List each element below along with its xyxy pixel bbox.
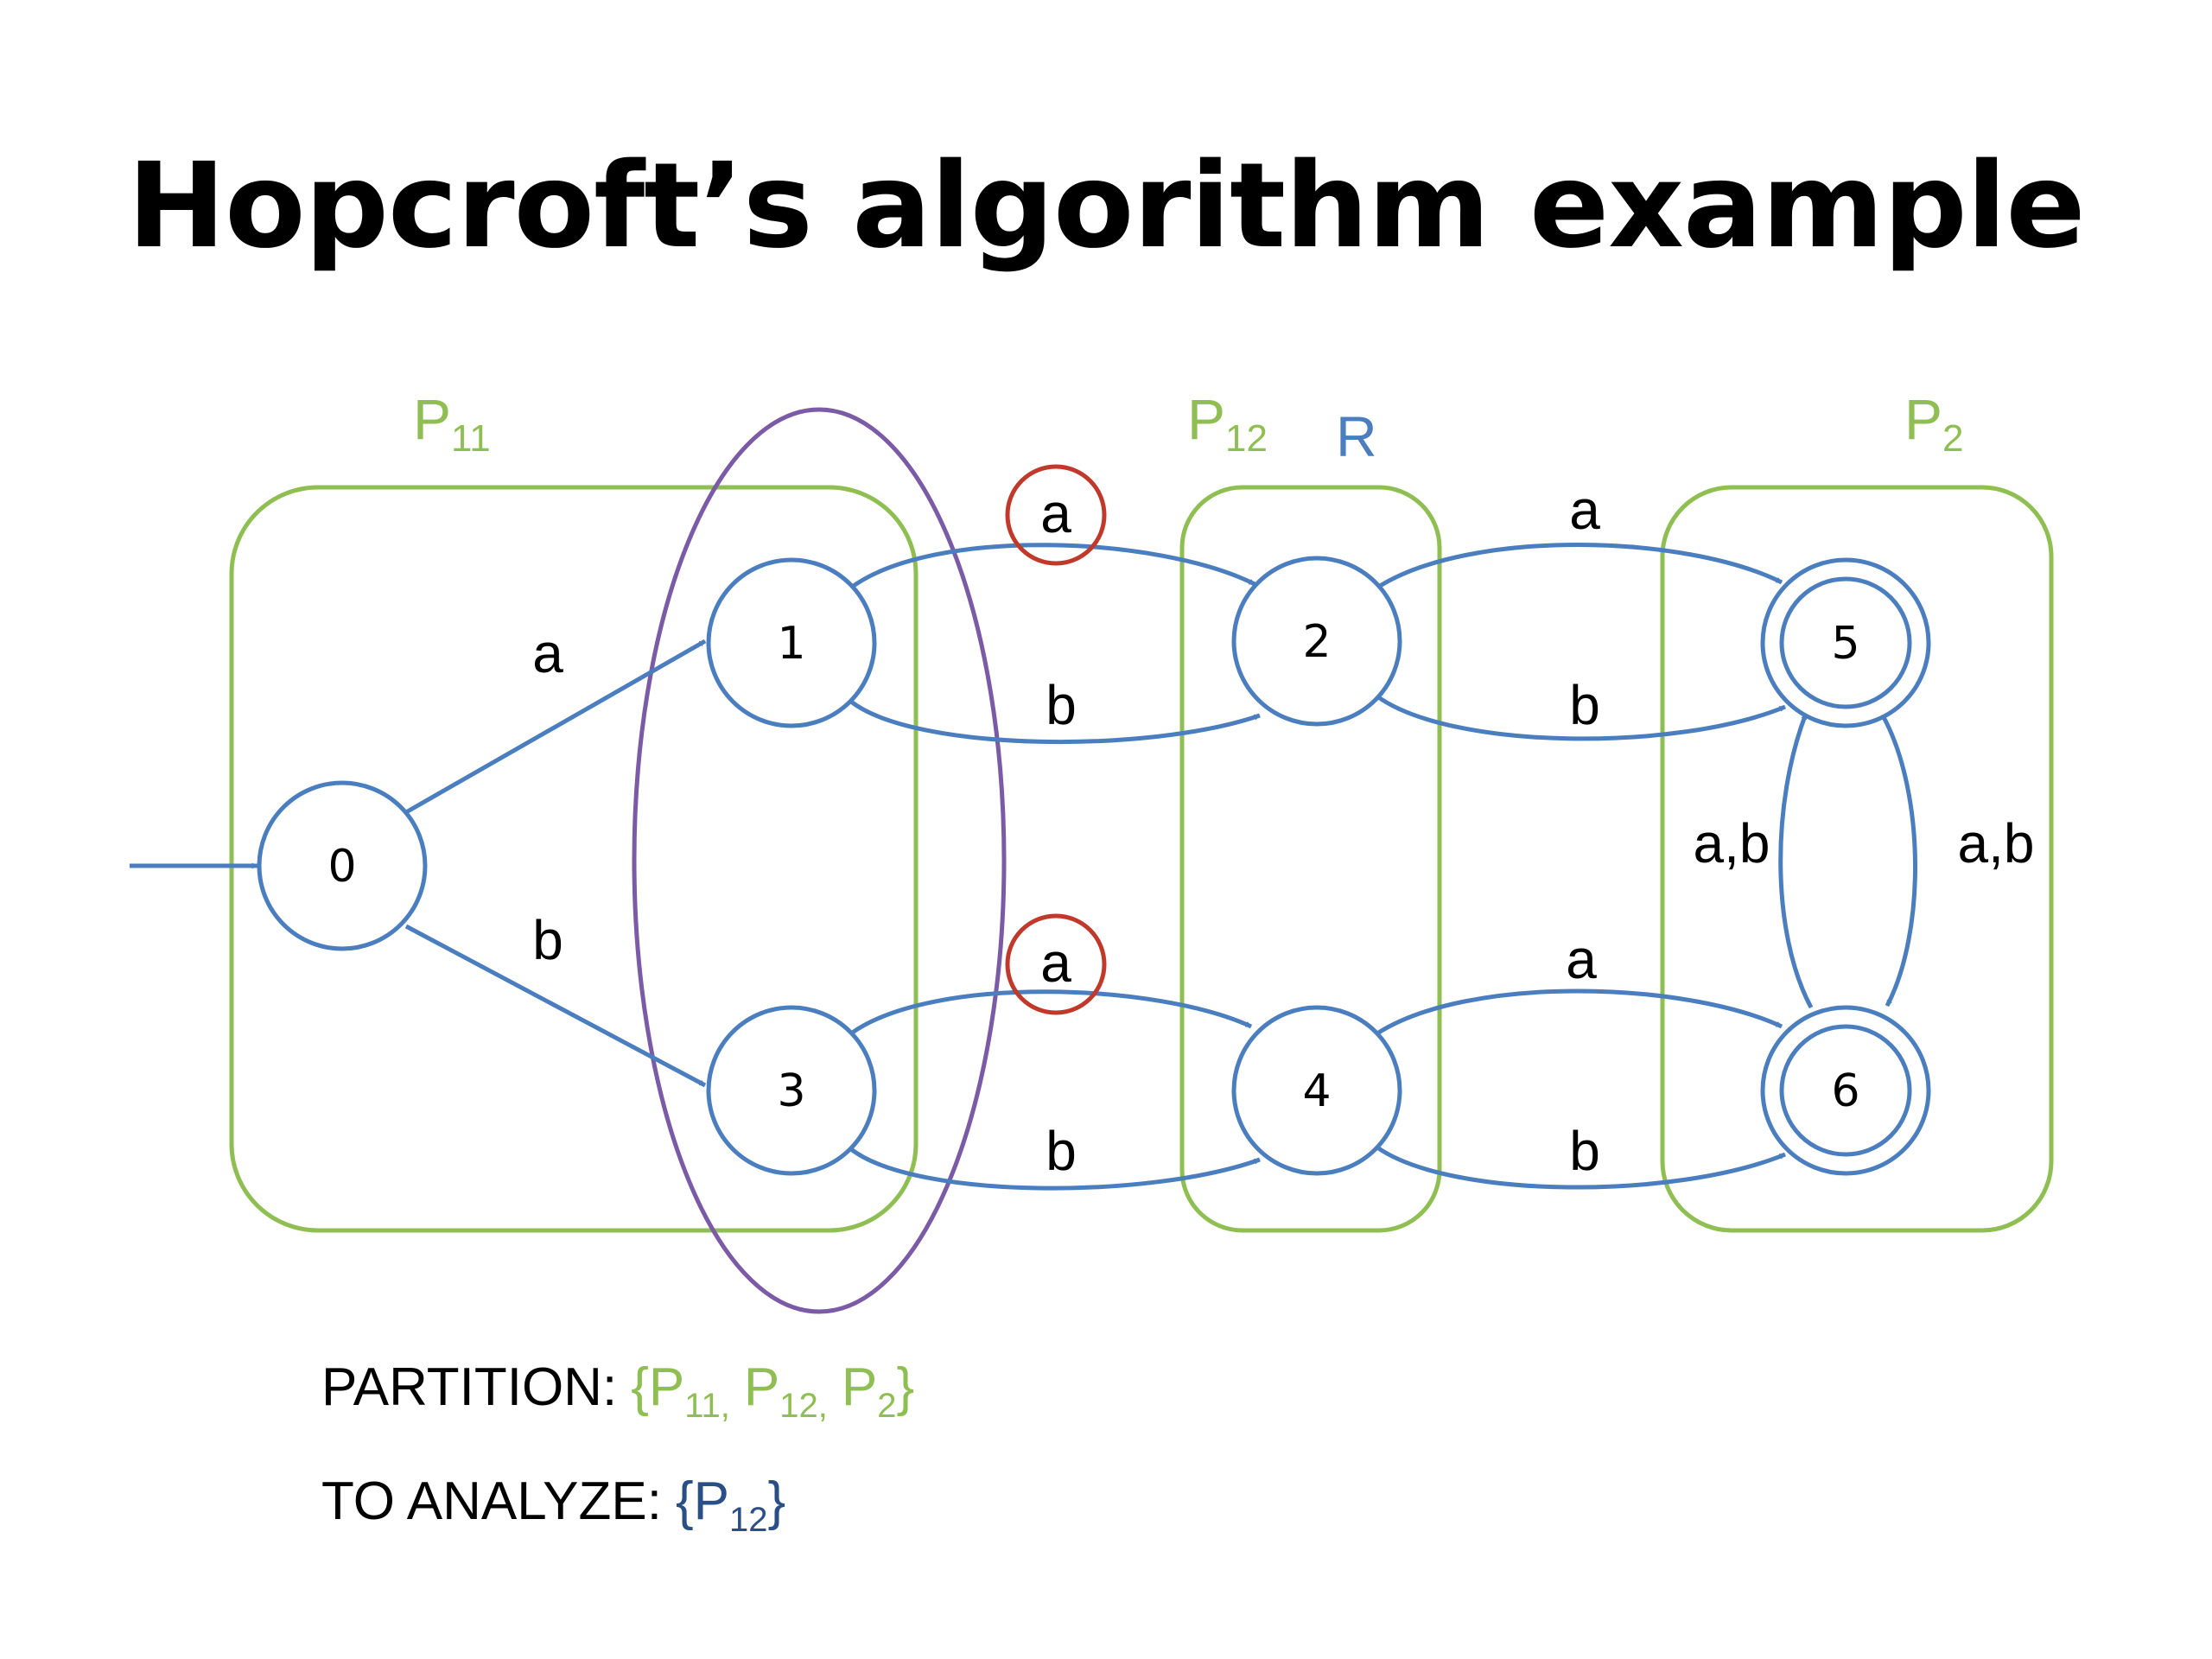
edge-label-1-2-a: a xyxy=(1040,482,1071,544)
edge-label-1-2-b: b xyxy=(1046,674,1077,736)
partition-box-p12 xyxy=(1179,485,1442,1233)
state-2: 2 xyxy=(1231,556,1402,727)
slide-title: Hopcroft’s algorithm example xyxy=(127,138,2085,275)
state-0: 0 xyxy=(257,780,428,951)
partition-box-p2 xyxy=(1660,485,2054,1233)
edge-label-5-6: a,b xyxy=(1958,812,2035,874)
edge-2-5-a xyxy=(1376,543,1783,590)
edge-label-2-5-b: b xyxy=(1569,674,1600,736)
edge-label-0-3: b xyxy=(532,909,563,971)
state-6-accepting: 6 xyxy=(1760,1005,1931,1176)
group-label-p12: P12 xyxy=(1187,387,1268,460)
edge-1-2-b xyxy=(849,700,1261,744)
partition-line: PARTITION:{P11,P12,P2} xyxy=(321,1357,914,1425)
edge-3-4-a xyxy=(849,989,1253,1036)
state-5-accepting: 5 xyxy=(1760,557,1931,728)
state-label: 3 xyxy=(777,1065,805,1117)
edge-3-4-b xyxy=(849,1147,1261,1191)
state-1: 1 xyxy=(706,557,877,728)
partition-box-p11 xyxy=(229,485,918,1233)
group-label-p2: P2 xyxy=(1904,387,1964,460)
state-label: 2 xyxy=(1302,616,1331,668)
edge-4-6-a xyxy=(1376,988,1783,1036)
edge-0-3 xyxy=(404,924,707,1088)
edge-label-0-1: a xyxy=(532,622,563,684)
edge-6-5 xyxy=(1778,713,1814,1009)
state-3: 3 xyxy=(706,1005,877,1176)
state-label: 1 xyxy=(777,618,805,670)
edge-label-2-5-a: a xyxy=(1569,479,1600,541)
edge-4-6-b xyxy=(1376,1145,1786,1190)
edge-1-2-a xyxy=(849,543,1256,590)
state-label: 5 xyxy=(1831,618,1859,670)
split-ellipse xyxy=(632,407,1007,1314)
edge-5-6 xyxy=(1881,715,1917,1007)
edge-label-3-4-b: b xyxy=(1046,1120,1077,1182)
group-label-p11: P11 xyxy=(413,387,491,460)
highlight-circle-1-2-a xyxy=(1005,464,1107,566)
state-label: 0 xyxy=(327,841,356,893)
group-label-r: R xyxy=(1336,404,1377,468)
to-analyze-line: TO ANALYZE:{P12} xyxy=(321,1471,785,1539)
state-label: 4 xyxy=(1302,1065,1331,1117)
edge-2-5-b xyxy=(1376,694,1786,741)
edge-label-6-5: a,b xyxy=(1694,812,1770,874)
highlight-circle-3-4-a xyxy=(1005,913,1107,1015)
state-label: 6 xyxy=(1831,1065,1859,1117)
edge-0-1 xyxy=(404,639,707,815)
state-4: 4 xyxy=(1231,1005,1402,1176)
edge-label-3-4-a: a xyxy=(1040,931,1071,994)
edge-label-4-6-b: b xyxy=(1569,1120,1600,1182)
edge-label-4-6-a: a xyxy=(1566,928,1597,990)
